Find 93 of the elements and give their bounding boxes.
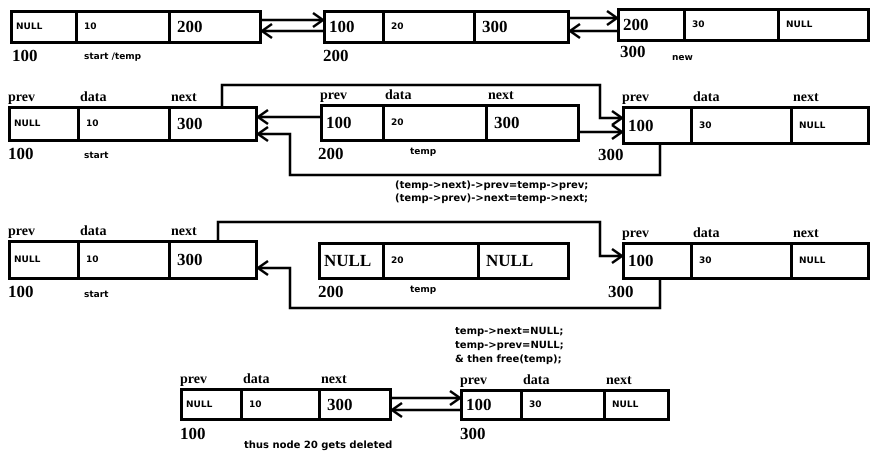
- field-value: 300: [327, 394, 352, 414]
- field-header: data: [693, 90, 720, 106]
- field-value: 300: [177, 250, 202, 270]
- field-header: data: [385, 88, 412, 104]
- field-value: 30: [699, 120, 712, 130]
- field-value: 300: [482, 17, 508, 37]
- field-value: NULL: [786, 20, 812, 30]
- field-header: next: [793, 226, 819, 242]
- pointer-label: start: [84, 290, 108, 300]
- address-label: 300: [620, 42, 646, 62]
- field-header: prev: [8, 224, 35, 240]
- list-node-box: [318, 242, 570, 280]
- field-header: data: [80, 90, 106, 106]
- list-node-box: [323, 10, 570, 44]
- field-value: 100: [326, 113, 352, 133]
- field-header: prev: [622, 90, 649, 106]
- pointer-label: start: [84, 151, 108, 161]
- list-node-box: [617, 8, 870, 42]
- field-value: 30: [692, 20, 705, 30]
- address-label: 200: [318, 144, 344, 164]
- field-value: NULL: [14, 255, 40, 265]
- pointer-arrow: [220, 84, 624, 126]
- field-header: prev: [460, 373, 487, 389]
- field-value: 10: [86, 255, 99, 265]
- pointer-label: temp: [410, 285, 436, 295]
- pointer-label: start /temp: [84, 52, 142, 62]
- field-value: 200: [177, 17, 202, 37]
- field-value: 20: [391, 22, 404, 32]
- field-value: 300: [177, 114, 202, 134]
- address-label: 100: [8, 144, 34, 164]
- field-value: NULL: [16, 22, 42, 32]
- field-value: NULL: [799, 120, 826, 130]
- field-value: NULL: [486, 251, 534, 271]
- field-header: prev: [320, 88, 347, 104]
- code-note: & then free(temp);: [455, 354, 562, 365]
- address-label: 200: [323, 46, 348, 66]
- list-node-box: [10, 10, 262, 44]
- address-label: 300: [608, 282, 634, 302]
- field-header: data: [693, 226, 720, 242]
- field-value: 300: [494, 113, 520, 133]
- field-value: 10: [249, 400, 262, 410]
- code-note: thus node 20 gets deleted: [244, 440, 392, 451]
- field-header: prev: [180, 372, 207, 388]
- address-label: 300: [598, 145, 624, 165]
- field-value: 100: [628, 116, 654, 136]
- code-note: (temp->next)->prev=temp->prev;: [395, 180, 588, 191]
- pointer-arrow: [568, 22, 617, 40]
- field-header: next: [171, 224, 197, 240]
- field-value: NULL: [324, 251, 372, 271]
- field-value: 20: [391, 118, 404, 128]
- field-value: NULL: [799, 256, 826, 266]
- field-header: data: [523, 373, 550, 389]
- field-value: 20: [391, 256, 404, 266]
- field-header: prev: [622, 226, 649, 242]
- field-header: next: [793, 90, 819, 106]
- field-header: prev: [8, 90, 35, 106]
- pointer-arrow: [392, 390, 462, 406]
- pointer-arrow: [580, 124, 624, 140]
- field-value: 30: [529, 400, 542, 410]
- field-header: next: [171, 90, 197, 106]
- field-value: NULL: [186, 400, 212, 410]
- address-label: 100: [12, 46, 38, 66]
- code-note: temp->next=NULL;: [455, 326, 564, 337]
- field-value: 100: [329, 17, 354, 37]
- field-header: next: [606, 373, 632, 389]
- pointer-label: new: [672, 53, 693, 63]
- field-header: next: [488, 88, 514, 104]
- address-label: 100: [8, 282, 34, 302]
- pointer-label: temp: [410, 147, 436, 157]
- field-header: next: [321, 372, 347, 388]
- pointer-arrow: [570, 10, 618, 26]
- field-value: 10: [84, 22, 97, 32]
- field-value: 10: [86, 119, 99, 129]
- field-header: data: [80, 224, 106, 240]
- field-value: NULL: [612, 400, 638, 410]
- address-label: 300: [460, 424, 486, 444]
- pointer-arrow: [256, 260, 662, 310]
- field-value: 200: [623, 15, 648, 35]
- field-header: data: [243, 372, 270, 388]
- field-value: 100: [628, 251, 654, 271]
- code-note: temp->prev=NULL;: [455, 340, 564, 351]
- pointer-arrow: [390, 402, 460, 418]
- pointer-arrow: [256, 126, 662, 176]
- field-value: 30: [699, 256, 712, 266]
- code-note: (temp->prev)->next=temp->next;: [395, 193, 588, 204]
- field-value: NULL: [14, 119, 40, 129]
- address-label: 200: [318, 282, 344, 302]
- address-label: 100: [180, 424, 206, 444]
- pointer-arrow: [216, 220, 624, 264]
- pointer-arrow: [262, 12, 324, 28]
- field-value: 100: [466, 395, 492, 415]
- pointer-arrow: [260, 22, 323, 40]
- pointer-arrow: [256, 108, 320, 126]
